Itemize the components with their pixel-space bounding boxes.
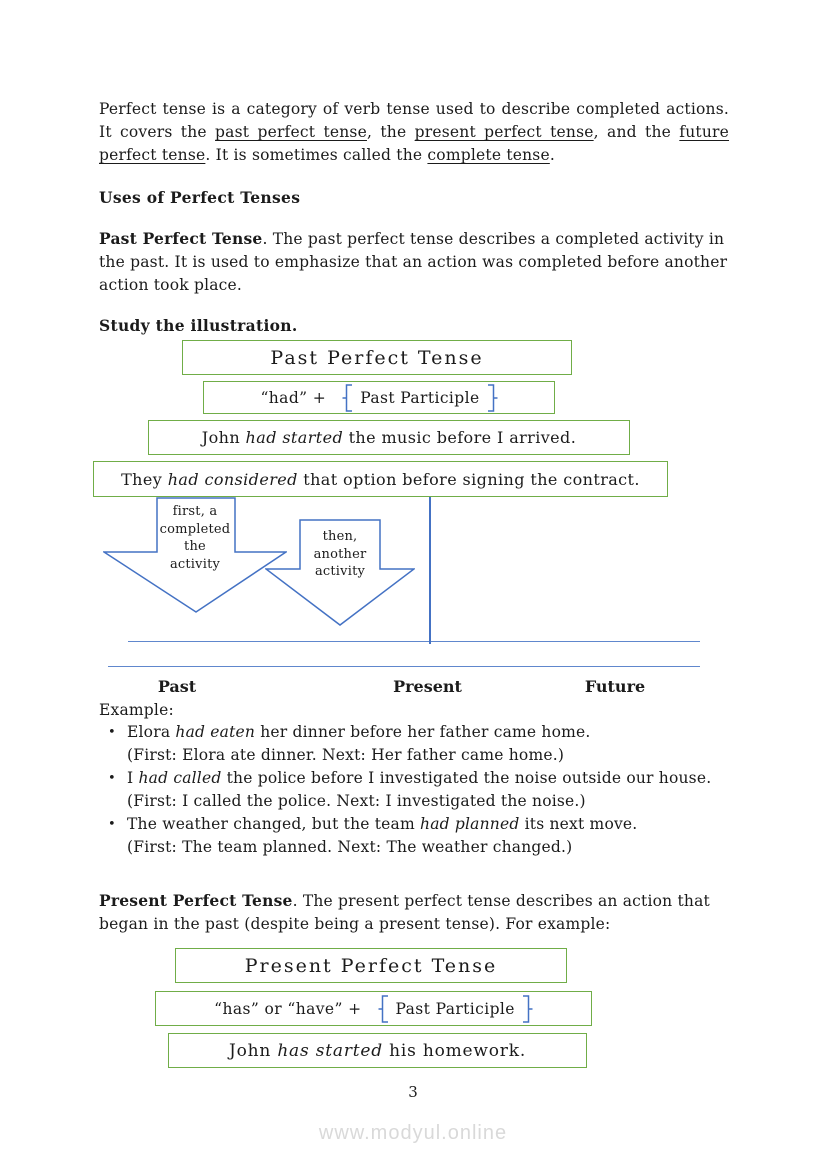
timeline-upper-line [128,641,700,643]
bracket-right-icon [522,994,533,1023]
present-bracket-text: Past Participle [395,999,515,1018]
watermark: www.modyul.online [318,1122,508,1144]
bullet-icon: • [108,817,116,832]
bullet2-main: I had called the police before I investi… [127,769,712,787]
past-formula-prefix: “had” + [260,388,327,407]
intro-paragraph: Perfect tense is a category of verb tens… [99,100,730,164]
bullet3-note: (First: The team planned. Next: The weat… [127,838,573,856]
past-formula-box: “had” + Past Participle [203,381,555,414]
bullet2-note: (First: I called the police. Next: I inv… [127,792,586,810]
present-formula-box: “has” or “have” + Past Participle [155,991,592,1026]
timeline-label-future: Future [584,677,646,696]
bullet3-main: The weather changed, but the team had pl… [127,815,638,833]
list-item: • I had called the police before I inves… [99,767,727,813]
past-diagram-title-box: Past Perfect Tense [182,340,572,375]
first-activity-arrow-label: first, a completed the activity [141,503,249,573]
bullet1-main: Elora had eaten her dinner before her fa… [127,723,591,741]
example-bullet-list: • Elora had eaten her dinner before her … [99,721,727,859]
arrow2-line3: activity [314,564,366,579]
present-diagram-title: Present Perfect Tense [244,954,498,977]
past-example2-box: They had considered that option before s… [93,461,668,497]
timeline-label-past: Past [157,677,197,696]
present-marker-line [429,497,431,644]
arrow2-line1: then, [322,529,358,544]
first-activity-arrow-icon [103,497,287,613]
bracket-left-icon [378,994,388,1023]
bullet-icon: • [108,725,116,740]
past-example1-text: John had started the music before I arri… [201,428,577,447]
present-perfect-paragraph: Present Perfect Tense. The present perfe… [99,891,710,933]
then-activity-arrow-icon [265,519,415,626]
then-activity-arrow-label: then, another activity [295,528,385,581]
past-perfect-paragraph: Past Perfect Tense. The past perfect ten… [99,229,728,294]
list-item: • The weather changed, but the team had … [99,813,727,859]
past-participle-bracket: Past Participle [342,383,498,413]
arrow1-line2: completed [159,521,231,537]
bracket-right-icon [487,383,498,412]
timeline-label-present: Present [393,677,462,696]
past-bracket-text: Past Participle [360,388,480,407]
past-example1-box: John had started the music before I arri… [148,420,630,455]
bullet-icon: • [108,771,116,786]
arrow1-line4: activity [169,556,221,572]
page-number: 3 [408,1083,418,1101]
arrow2-line2: another [313,546,367,562]
past-diagram-title: Past Perfect Tense [270,346,484,369]
present-diagram-title-box: Present Perfect Tense [175,948,567,983]
bracket-left-icon [342,383,353,412]
uses-heading: Uses of Perfect Tenses [99,188,301,207]
bullet1-note: (First: Elora ate dinner. Next: Her fath… [127,746,565,764]
example-label: Example: [99,701,174,719]
present-example-box: John has started his homework. [168,1033,587,1068]
arrow1-line3: the [184,539,206,554]
list-item: • Elora had eaten her dinner before her … [99,721,727,767]
timeline-lower-line [108,666,700,668]
present-example-text: John has started his homework. [228,1040,527,1061]
arrow1-line1: first, a [172,504,218,519]
study-heading: Study the illustration. [99,316,298,335]
present-formula-prefix: “has” or “have” + [214,999,362,1018]
present-participle-bracket: Past Participle [378,994,533,1024]
past-example2-text: They had considered that option before s… [121,469,640,489]
